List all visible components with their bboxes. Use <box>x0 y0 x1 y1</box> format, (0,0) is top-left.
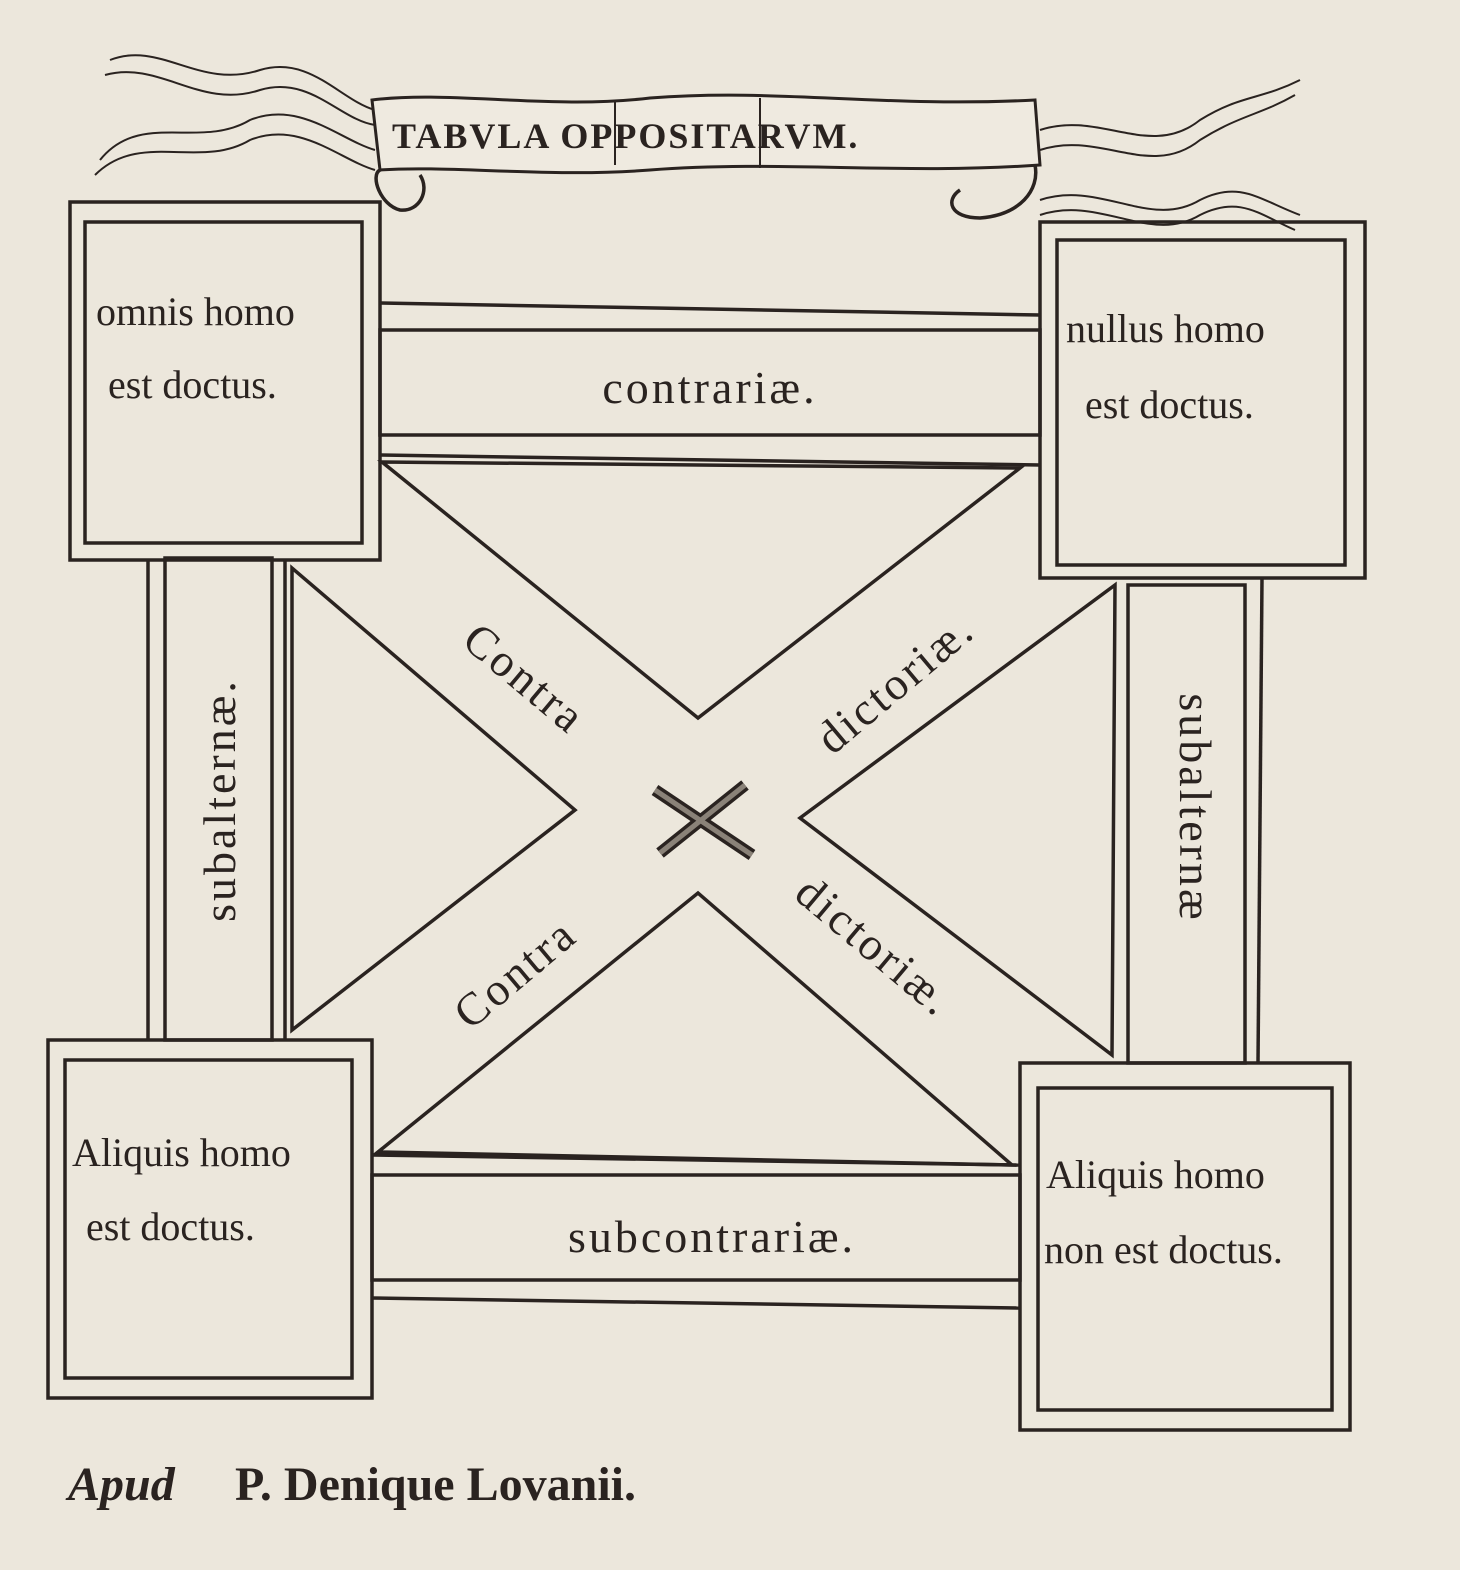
corner-box-bottom-left: Aliquis homo est doctus. <box>46 1038 374 1400</box>
dictoriae-bottom-label: dictoriæ. <box>786 866 964 1027</box>
bottom-right-line2: non est doctus. <box>1044 1227 1283 1272</box>
corner-box-top-right: nullus homo est doctus. <box>1038 220 1367 580</box>
top-left-line2: est doctus. <box>108 362 277 407</box>
band-subalternae-right: subalternæ <box>1126 577 1264 1065</box>
contrariae-label: contrariæ. <box>602 362 817 413</box>
banner-ribbons <box>94 54 1301 231</box>
band-subalternae-left: subalternæ. <box>146 556 287 1042</box>
top-right-line1: nullus homo <box>1066 306 1265 351</box>
subalternae-left-label: subalternæ. <box>194 678 245 922</box>
corner-box-top-left: omnis homo est doctus. <box>68 200 382 562</box>
subalternae-right-label: subalternæ <box>1170 693 1221 922</box>
bottom-left-line1: Aliquis homo <box>72 1130 291 1175</box>
contra-bottom-label: Contra <box>444 908 586 1039</box>
band-contrariae: contrariæ. <box>378 301 1042 467</box>
band-subcontrariae: subcontrariæ. <box>370 1153 1022 1310</box>
contradictory-cross: Contra dictoriæ. Contra dictoriæ. <box>290 460 1117 1167</box>
imprint: Apud P. Denique Lovanii. <box>65 1458 636 1511</box>
subcontrariae-label: subcontrariæ. <box>568 1211 856 1262</box>
title-text: TABVLA OPPOSITARVM. <box>392 116 859 156</box>
corner-box-bottom-right: Aliquis homo non est doctus. <box>1018 1061 1352 1432</box>
center-cross-mark <box>651 780 756 860</box>
top-right-line2: est doctus. <box>1085 382 1254 427</box>
bottom-left-line2: est doctus. <box>86 1204 255 1249</box>
imprint-apud: Apud <box>65 1458 176 1511</box>
top-left-line1: omnis homo <box>96 289 295 334</box>
imprint-publisher: P. Denique Lovanii. <box>235 1458 636 1511</box>
title-banner: TABVLA OPPOSITARVM. <box>370 93 1042 220</box>
bottom-right-line1: Aliquis homo <box>1046 1152 1265 1197</box>
dictoriae-top-label: dictoriæ. <box>806 603 984 764</box>
